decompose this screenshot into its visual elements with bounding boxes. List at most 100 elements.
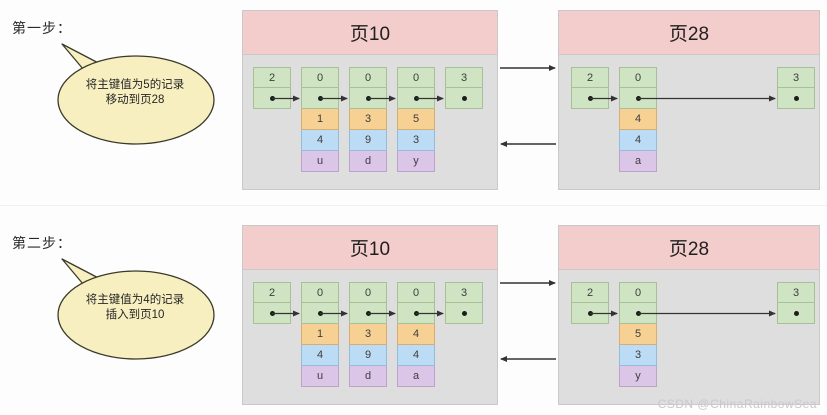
node-data-cell: 3 (349, 324, 387, 345)
pointer-dot-icon (635, 310, 641, 316)
page-title: 页10 (243, 226, 497, 270)
pointer-dot-icon (793, 310, 799, 316)
node-header-cell: 0 (397, 67, 435, 88)
page-title: 页28 (559, 11, 819, 55)
node-data-cell: 1 (301, 324, 339, 345)
node-pointer-cell (571, 303, 609, 324)
node-pointer-cell (301, 88, 339, 109)
page-title: 页28 (559, 226, 819, 270)
node-data-cell: d (349, 366, 387, 387)
record-node: 2 (253, 67, 291, 109)
pointer-dot-icon (587, 310, 593, 316)
pointer-dot-icon (365, 310, 371, 316)
node-data-cell: 3 (619, 345, 657, 366)
record-node: 3 (777, 67, 815, 109)
node-pointer-cell (301, 303, 339, 324)
node-pointer-cell (397, 303, 435, 324)
node-data-cell: u (301, 366, 339, 387)
pointer-dot-icon (413, 95, 419, 101)
node-data-cell: 3 (349, 109, 387, 130)
node-pointer-cell (619, 88, 657, 109)
step-label: 第一步： (12, 20, 72, 36)
node-data-cell: 9 (349, 130, 387, 151)
node-data-cell: 3 (397, 130, 435, 151)
speech-bubble-shape (57, 43, 215, 145)
node-header-cell: 2 (253, 67, 291, 88)
node-header-cell: 2 (571, 282, 609, 303)
node-header-cell: 2 (571, 67, 609, 88)
node-header-cell: 0 (619, 67, 657, 88)
record-node: 3 (445, 282, 483, 324)
node-data-cell: 4 (301, 130, 339, 151)
node-pointer-cell (349, 303, 387, 324)
record-node: 3 (777, 282, 815, 324)
pointer-dot-icon (587, 95, 593, 101)
node-pointer-cell (777, 88, 815, 109)
node-data-cell: u (301, 151, 339, 172)
bubble-line-2: 移动到页28 (105, 94, 165, 106)
node-pointer-cell (571, 88, 609, 109)
speech-bubble-text: 将主键值为5的记录移动到页28 (60, 78, 210, 108)
record-node: 2 (571, 67, 609, 109)
pointer-dot-icon (269, 310, 275, 316)
pointer-dot-icon (635, 95, 641, 101)
node-pointer-cell (445, 303, 483, 324)
node-header-cell: 0 (301, 67, 339, 88)
node-data-cell: 9 (349, 345, 387, 366)
node-data-cell: a (397, 366, 435, 387)
pointer-dot-icon (461, 95, 467, 101)
node-data-cell: d (349, 151, 387, 172)
bubble-line-1: 将主键值为4的记录 (85, 294, 185, 306)
node-data-cell: 4 (619, 130, 657, 151)
node-pointer-cell (253, 303, 291, 324)
pointer-dot-icon (317, 310, 323, 316)
node-header-cell: 2 (253, 282, 291, 303)
node-pointer-cell (777, 303, 815, 324)
pointer-dot-icon (317, 95, 323, 101)
node-header-cell: 0 (301, 282, 339, 303)
step-label: 第二步： (12, 235, 72, 251)
node-data-cell: y (397, 151, 435, 172)
node-data-cell: 4 (301, 345, 339, 366)
node-pointer-cell (619, 303, 657, 324)
record-node: 2 (571, 282, 609, 324)
node-header-cell: 0 (397, 282, 435, 303)
node-data-cell: a (619, 151, 657, 172)
watermark: CSDN @ChinaRainbowSea (657, 397, 817, 411)
speech-bubble: 将主键值为5的记录移动到页28 (50, 38, 220, 148)
node-header-cell: 3 (445, 282, 483, 303)
pointer-dot-icon (461, 310, 467, 316)
node-header-cell: 3 (777, 282, 815, 303)
node-data-cell: 5 (619, 324, 657, 345)
node-pointer-cell (397, 88, 435, 109)
speech-bubble-text: 将主键值为4的记录插入到页10 (60, 293, 210, 323)
node-data-cell: 4 (397, 345, 435, 366)
node-header-cell: 3 (445, 67, 483, 88)
node-header-cell: 0 (349, 67, 387, 88)
pointer-dot-icon (269, 95, 275, 101)
node-pointer-cell (253, 88, 291, 109)
node-header-cell: 0 (349, 282, 387, 303)
node-data-cell: 5 (397, 109, 435, 130)
record-node: 3 (445, 67, 483, 109)
node-pointer-cell (349, 88, 387, 109)
page-title: 页10 (243, 11, 497, 55)
row-separator (0, 205, 827, 206)
pointer-dot-icon (365, 95, 371, 101)
bubble-line-1: 将主键值为5的记录 (85, 79, 185, 91)
